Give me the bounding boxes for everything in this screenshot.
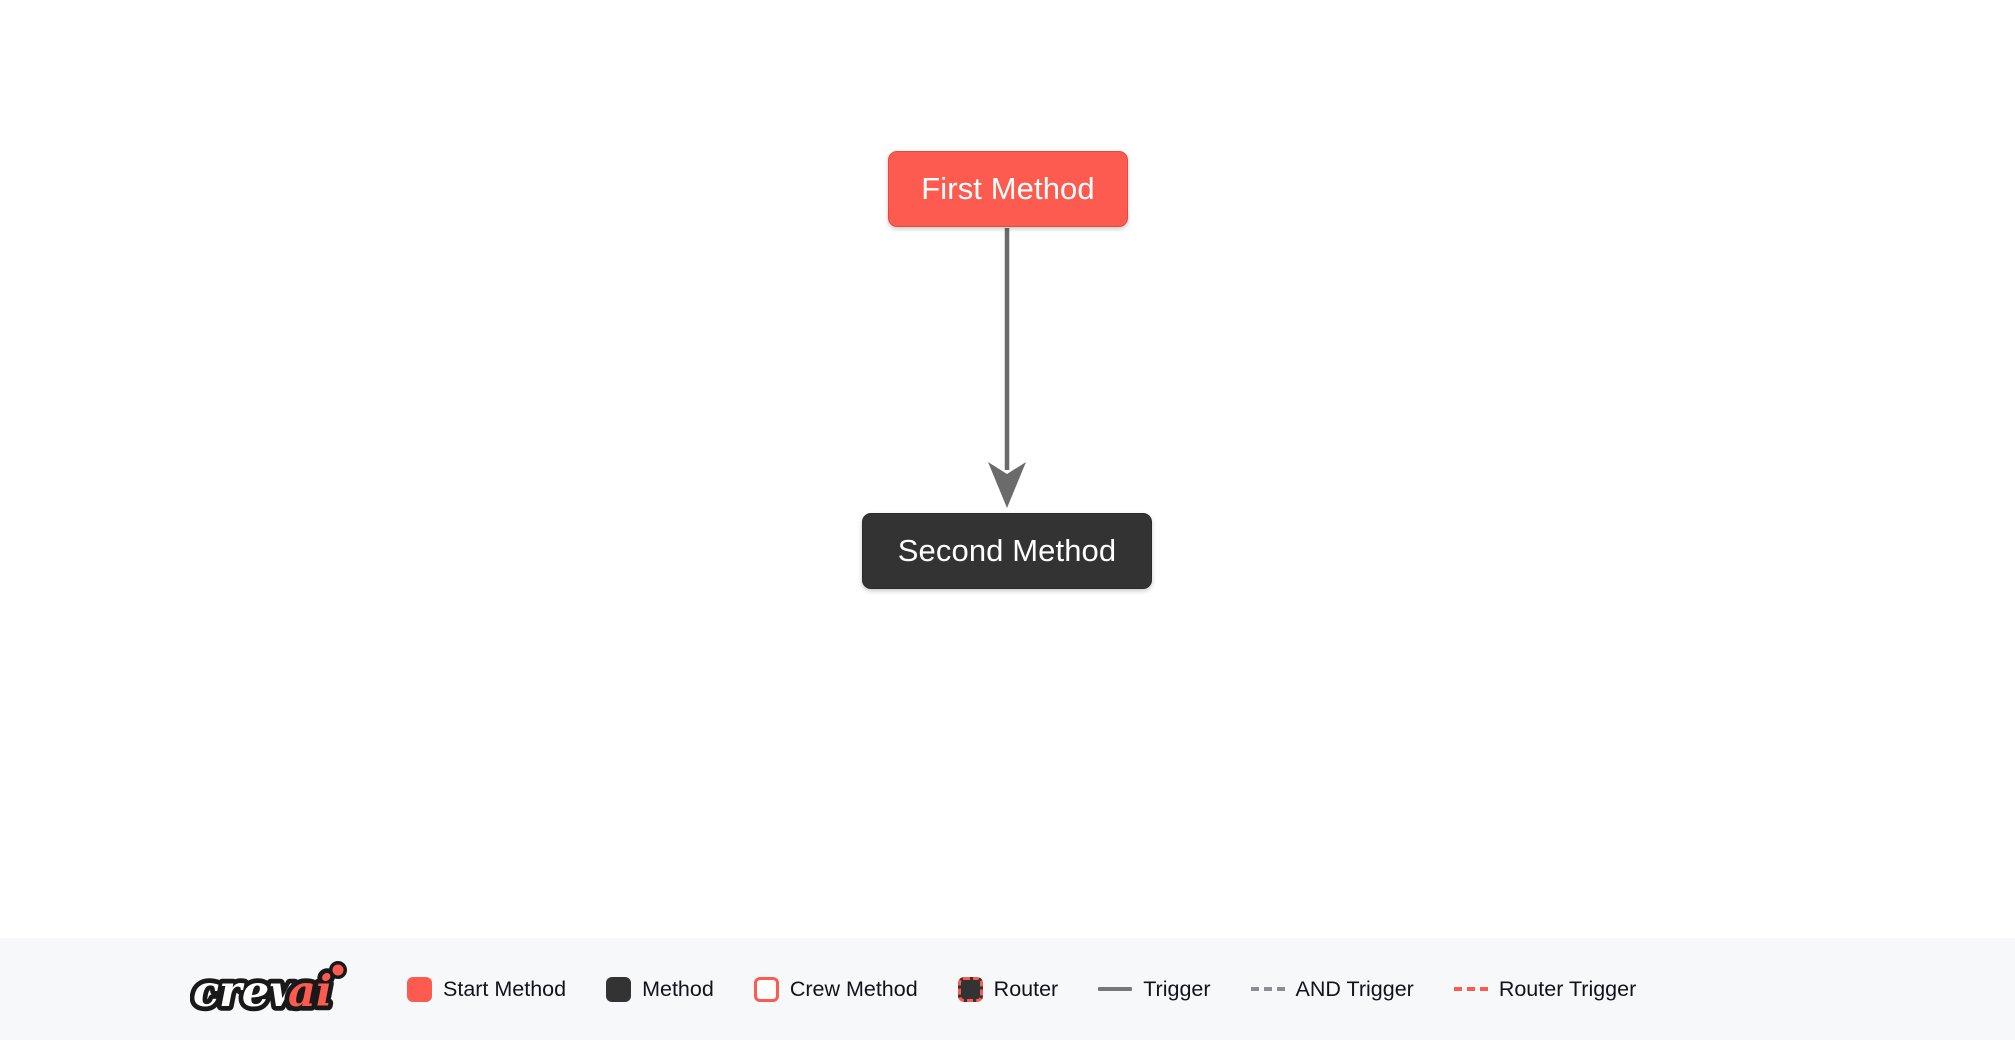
node-first-method[interactable]: First Method	[888, 151, 1128, 227]
flow-canvas[interactable]: First Method Second Method	[0, 0, 2015, 938]
legend-item-trigger[interactable]: Trigger	[1098, 976, 1211, 1002]
legend-label: Crew Method	[789, 976, 918, 1001]
and-trigger-line-icon	[1250, 987, 1285, 991]
method-swatch-icon	[606, 976, 632, 1002]
start-method-swatch-icon	[407, 976, 432, 1002]
router-swatch-icon	[957, 976, 983, 1002]
legend-label: Method	[642, 976, 714, 1001]
legend-items: Start Method Method Crew Method Router T…	[407, 976, 1676, 1002]
legend-label: Trigger	[1143, 976, 1211, 1001]
node-label: Second Method	[897, 533, 1117, 568]
svg-text:ai: ai	[288, 967, 332, 1017]
legend-item-start-method[interactable]: Start Method	[407, 976, 567, 1002]
edge-layer	[988, 228, 1026, 508]
legend-item-router-trigger[interactable]: Router Trigger	[1453, 976, 1637, 1002]
crewai-logo[interactable]: crew crew ai ai	[190, 958, 365, 1020]
router-trigger-line-icon	[1453, 987, 1488, 991]
legend-item-router[interactable]: Router	[957, 976, 1059, 1002]
legend-item-method[interactable]: Method	[606, 976, 714, 1002]
node-second-method[interactable]: Second Method	[862, 513, 1152, 589]
legend-label: Start Method	[443, 976, 567, 1001]
legend-bar: crew crew ai ai Start Method Method	[0, 938, 2015, 1040]
svg-text:crew: crew	[193, 967, 308, 1017]
crew-method-swatch-icon	[753, 976, 779, 1002]
edge-first-method-to-second-method	[988, 228, 1026, 508]
svg-text:ai: ai	[288, 967, 332, 1017]
trigger-line-icon	[1098, 987, 1133, 991]
legend-label: Router Trigger	[1498, 976, 1637, 1001]
svg-text:crew: crew	[193, 967, 308, 1017]
node-label: First Method	[921, 171, 1095, 206]
legend-item-and-trigger[interactable]: AND Trigger	[1250, 976, 1414, 1002]
legend-item-crew-method[interactable]: Crew Method	[753, 976, 918, 1002]
legend-label: Router	[993, 976, 1059, 1001]
legend-label: AND Trigger	[1295, 976, 1414, 1001]
